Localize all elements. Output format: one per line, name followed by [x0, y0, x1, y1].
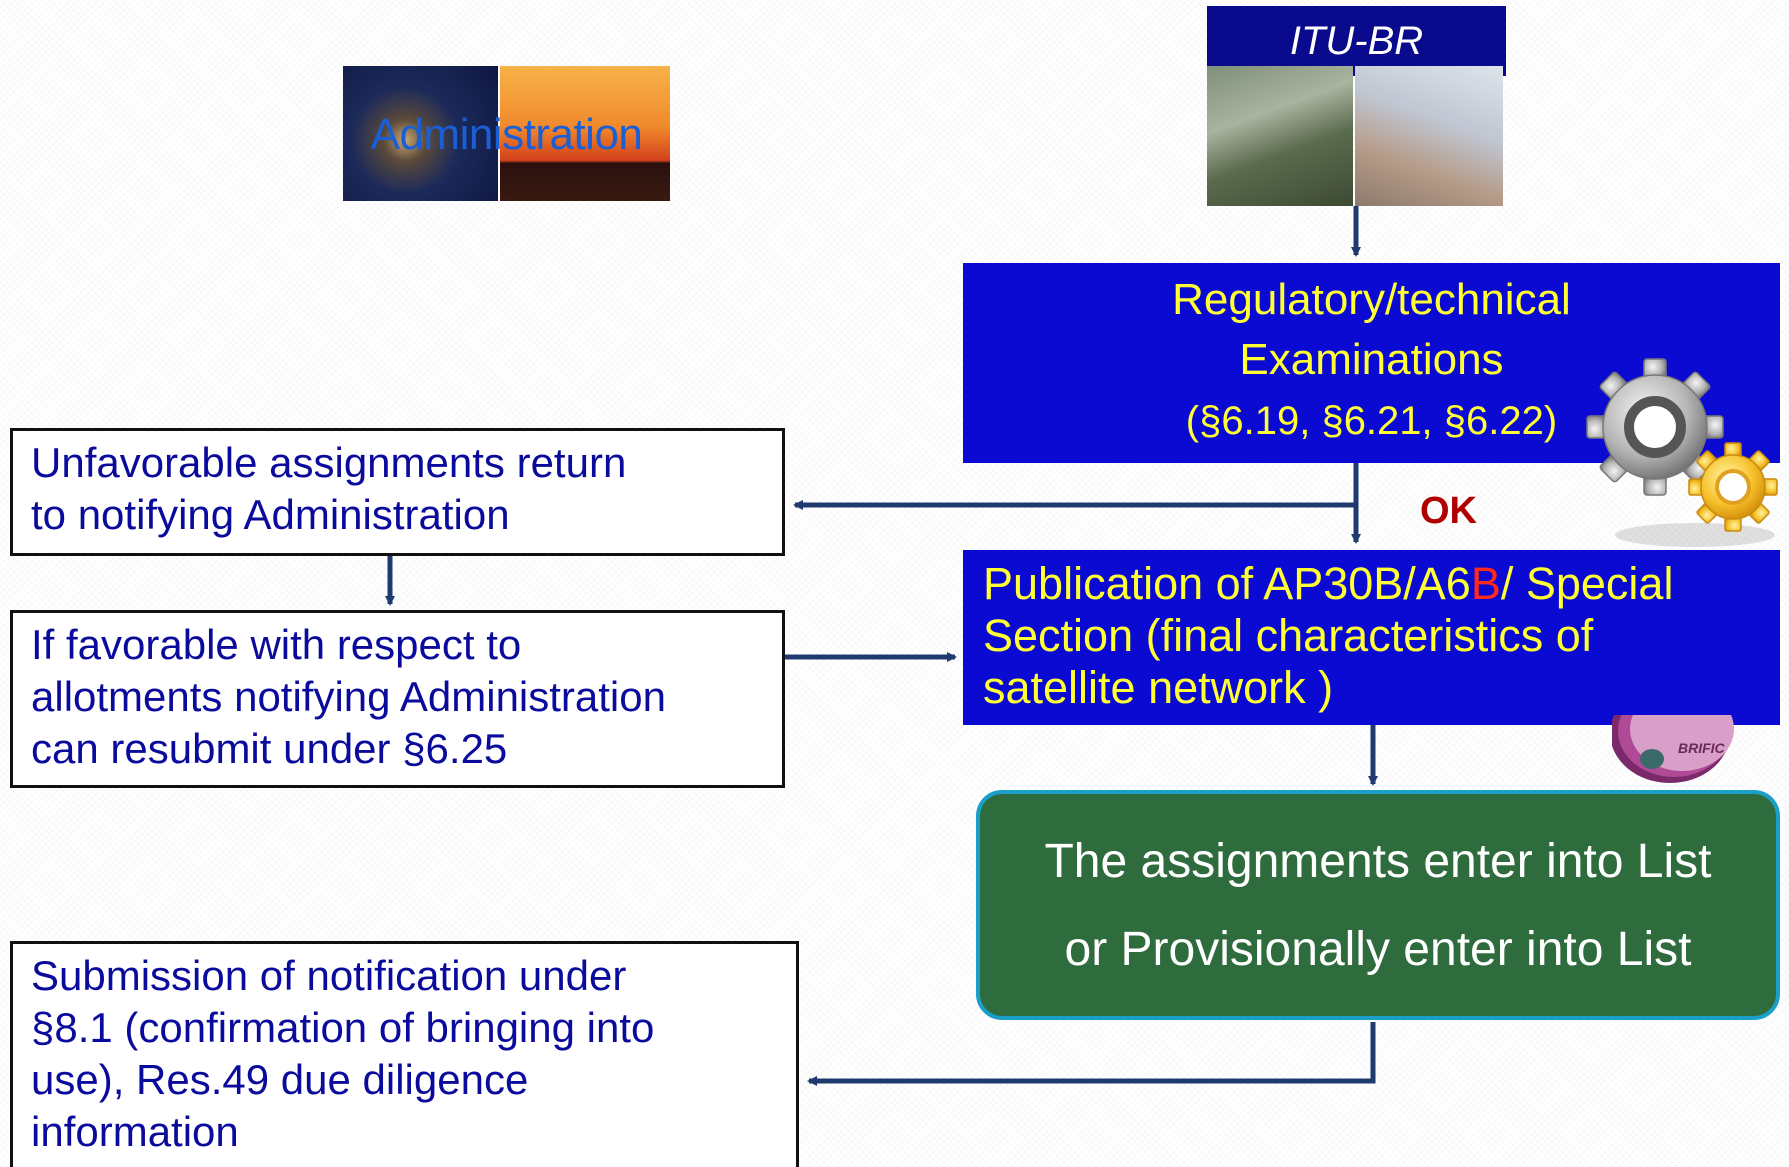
building-picture	[1207, 66, 1353, 206]
brific-label: BRIFIC	[1678, 740, 1726, 756]
list-line-1: The assignments enter into List	[1044, 835, 1712, 888]
publication-line-1: Publication of AP30B/A6B/ Special	[983, 558, 1780, 610]
favorable-resubmit-box: If favorable with respect to allotments …	[10, 610, 785, 788]
unfavorable-line-2: to notifying Administration	[31, 491, 510, 538]
submission-line-2: §8.1 (confirmation of bringing into	[31, 1004, 655, 1051]
publication-line-2: Section (final characteristics of	[983, 610, 1594, 661]
publication-line-3: satellite network )	[983, 662, 1334, 713]
regulatory-line-2: Examinations	[1239, 335, 1504, 384]
list-line-2: or Provisionally enter into List	[1064, 923, 1692, 976]
itu-br-title: ITU-BR	[1207, 6, 1506, 76]
regulatory-line-3: (§6.19, §6.21, §6.22)	[1185, 399, 1558, 443]
keyboard-picture	[1355, 66, 1503, 206]
publication-text-red: B	[1470, 558, 1501, 609]
administration-image: Administration	[343, 66, 670, 201]
unfavorable-line-1: Unfavorable assignments return	[31, 439, 627, 486]
enter-into-list-box: The assignments enter into List or Provi…	[976, 790, 1780, 1020]
publication-box: Publication of AP30B/A6B/ Special Sectio…	[963, 550, 1780, 725]
submission-line-1: Submission of notification under	[31, 952, 627, 999]
unfavorable-assignments-box: Unfavorable assignments return to notify…	[10, 428, 785, 556]
publication-text-a: Publication of AP30B/A6	[983, 558, 1471, 609]
favorable-line-1: If favorable with respect to	[31, 621, 522, 668]
globe-picture	[343, 66, 498, 201]
ok-label: OK	[1420, 490, 1477, 532]
sunset-picture	[500, 66, 670, 201]
gear-icon	[1585, 355, 1785, 555]
brific-disc-icon: BRIFIC	[1612, 715, 1752, 790]
arrow-list-to-submission	[807, 1022, 1376, 1086]
submission-line-4: information	[31, 1108, 239, 1155]
administration-caption: Administration	[370, 110, 643, 159]
favorable-line-2: allotments notifying Administration	[31, 673, 666, 720]
submission-notification-box: Submission of notification under §8.1 (c…	[10, 941, 799, 1167]
favorable-line-3: can resubmit under §6.25	[31, 725, 508, 772]
regulatory-line-1: Regulatory/technical	[1172, 275, 1571, 324]
publication-text-b: / Special	[1500, 558, 1674, 609]
itu-br-photo	[1207, 66, 1503, 206]
submission-line-3: use), Res.49 due diligence	[31, 1056, 529, 1103]
